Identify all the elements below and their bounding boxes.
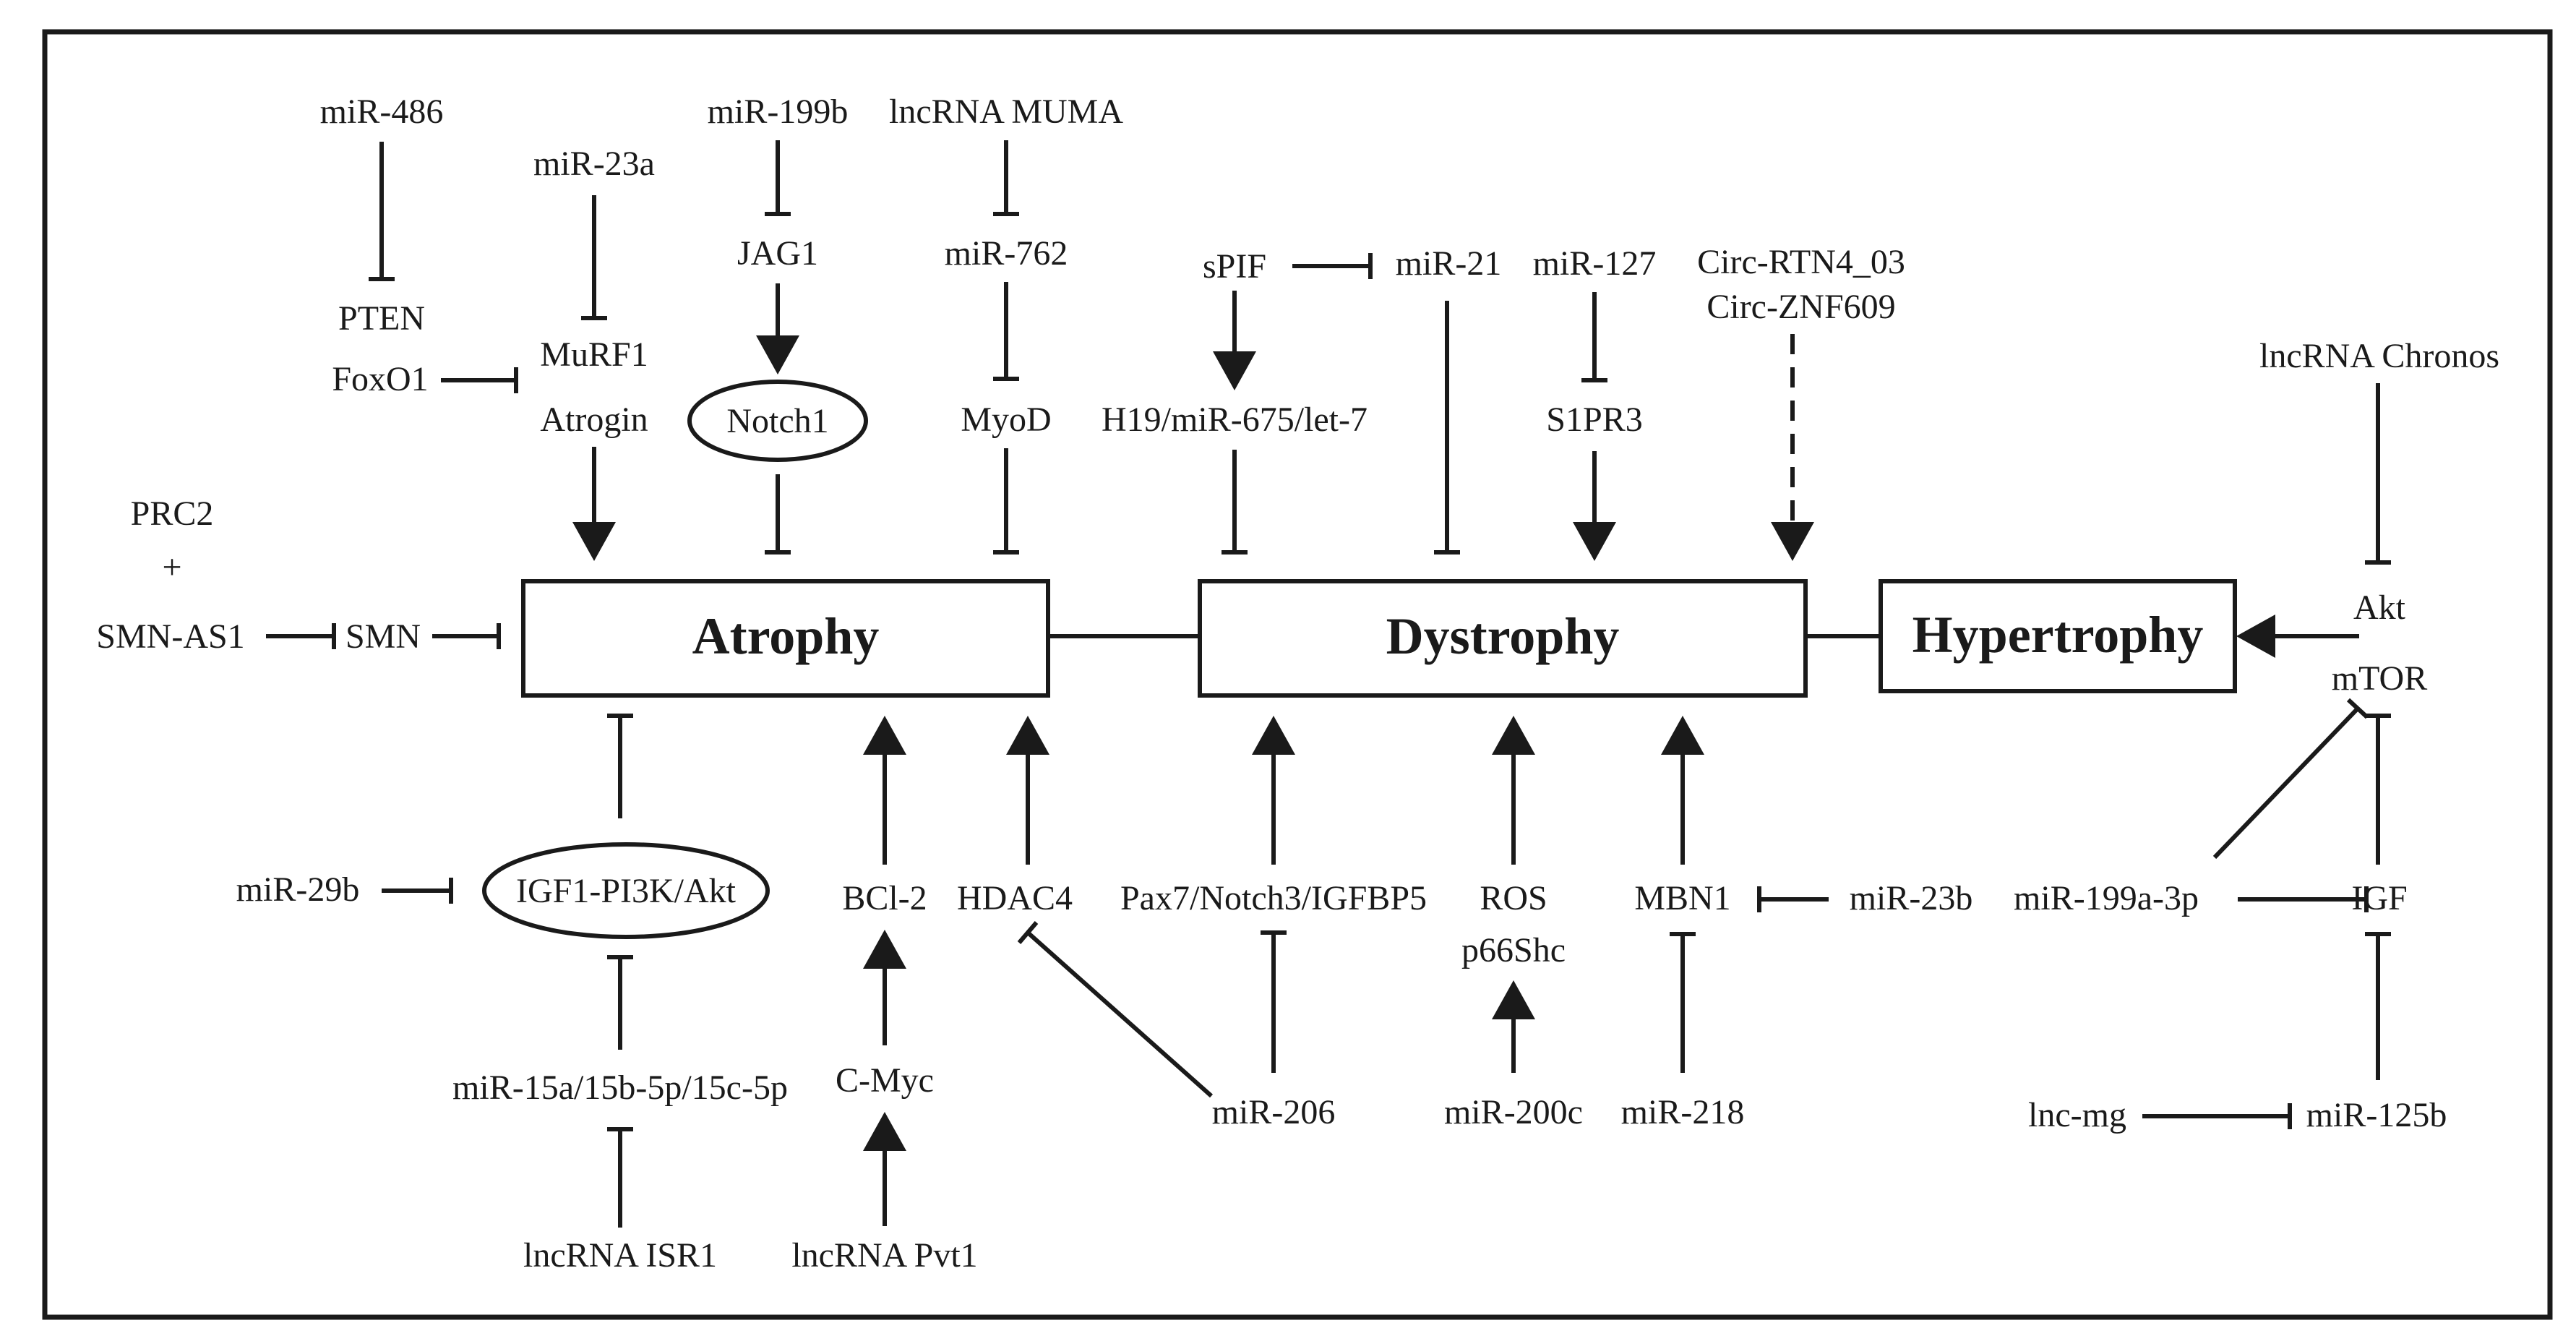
node-mir200c: miR-200c — [1444, 1093, 1583, 1131]
node-mir206: miR-206 — [1212, 1093, 1336, 1131]
node-smn-as1: SMN-AS1 — [96, 617, 244, 656]
node-smn: SMN — [345, 617, 421, 656]
node-hdac4: HDAC4 — [957, 879, 1073, 917]
node-bcl2: BCl-2 — [842, 879, 927, 917]
node-akt: Akt — [2353, 588, 2406, 627]
node-pten: PTEN — [338, 299, 425, 338]
node-circ-rtn4: Circ-RTN4_03 — [1697, 243, 1905, 281]
node-foxo1: FoxO1 — [332, 360, 428, 398]
node-mir15a: miR-15a/15b-5p/15c-5p — [452, 1069, 788, 1107]
node-lncrna-pvt1: lncRNA Pvt1 — [791, 1236, 977, 1275]
hypertrophy-box — [1879, 579, 2237, 693]
node-mir23b: miR-23b — [1850, 879, 1973, 917]
notch1-ellipse — [687, 380, 868, 462]
node-igf1-pi3k: IGF1-PI3K/Akt — [516, 872, 737, 910]
node-mir762: miR-762 — [945, 234, 1068, 273]
node-mir199a: miR-199a-3p — [2014, 879, 2199, 917]
node-atrogin: Atrogin — [540, 401, 648, 439]
node-mir125b: miR-125b — [2306, 1096, 2447, 1134]
activation-edges — [572, 283, 2359, 1226]
node-murf1: MuRF1 — [540, 335, 648, 374]
node-labels: miR-486 PTEN miR-23a MuRF1 FoxO1 Atrogin… — [96, 93, 2499, 1275]
node-pax7: Pax7/Notch3/IGFBP5 — [1120, 879, 1427, 917]
phenotype-boxes: Atrophy Dystrophy Hypertrophy — [521, 579, 2237, 698]
node-jag1: JAG1 — [737, 234, 818, 273]
node-myod: MyoD — [961, 401, 1051, 439]
node-prc2: PRC2 — [131, 494, 214, 533]
node-plus: + — [162, 548, 181, 586]
node-h19: H19/miR-675/let-7 — [1102, 401, 1368, 439]
edge-mir206-hdac4 — [1026, 930, 1213, 1098]
node-s1pr3: S1PR3 — [1546, 401, 1642, 439]
node-lncrna-muma: lncRNA MUMA — [889, 93, 1123, 131]
node-cmyc: C-Myc — [836, 1061, 934, 1100]
dystrophy-label: Dystrophy — [1386, 607, 1620, 665]
node-spif: sPIF — [1203, 247, 1266, 286]
atrophy-label: Atrophy — [692, 607, 880, 665]
node-mir218: miR-218 — [1621, 1093, 1745, 1131]
atrophy-box — [521, 579, 1050, 698]
node-igf: IGF — [2351, 879, 2407, 917]
node-mir21: miR-21 — [1396, 244, 1502, 283]
node-lncrna-chronos: lncRNA Chronos — [2259, 337, 2499, 375]
outer-frame — [42, 29, 2553, 1320]
node-p66shc: p66Shc — [1461, 931, 1566, 969]
node-mir486: miR-486 — [320, 93, 444, 131]
node-ros: ROS — [1480, 879, 1547, 917]
node-lnc-mg: lnc-mg — [2028, 1096, 2126, 1134]
node-mir199b: miR-199b — [708, 93, 849, 131]
hypertrophy-label: Hypertrophy — [1912, 606, 2204, 664]
edge-mir199a-mtor — [2212, 706, 2360, 860]
dystrophy-box — [1198, 579, 1808, 698]
node-mtor: mTOR — [2332, 659, 2427, 698]
node-mir127: miR-127 — [1533, 244, 1657, 283]
igf1-pi3k-ellipse — [482, 842, 770, 939]
node-notch1: Notch1 — [726, 402, 828, 440]
node-circ-znf609: Circ-ZNF609 — [1706, 288, 1895, 326]
node-mbn1: MBN1 — [1634, 879, 1730, 917]
node-mir23a: miR-23a — [533, 145, 655, 183]
node-lncrna-isr1: lncRNA ISR1 — [523, 1236, 717, 1275]
inhibition-edges — [266, 140, 2391, 1228]
node-mir29b: miR-29b — [236, 870, 360, 909]
